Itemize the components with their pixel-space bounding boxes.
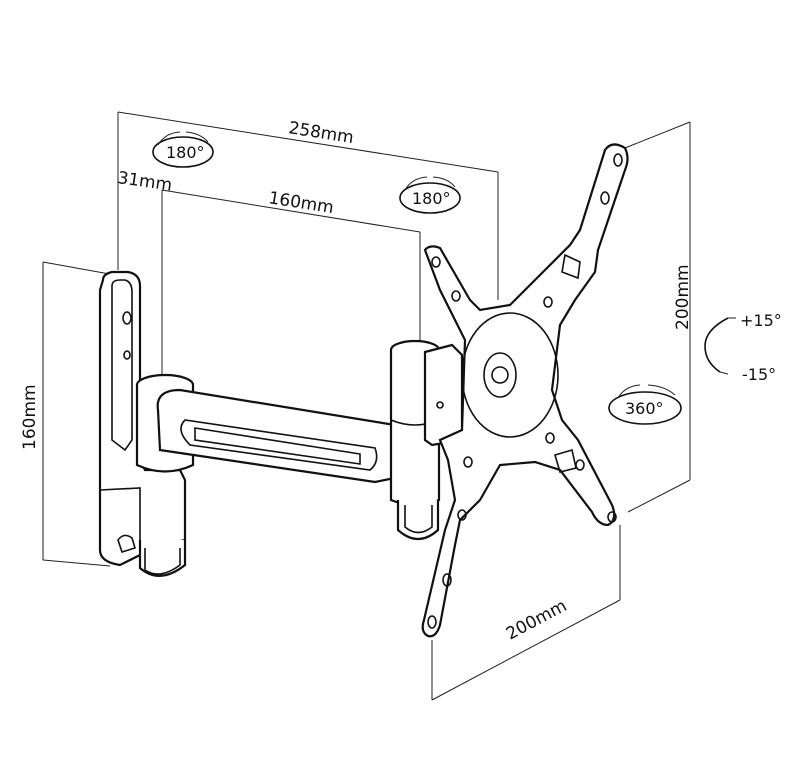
tilt-up-label: +15° — [740, 311, 782, 330]
wall-plate — [98, 270, 187, 577]
dimension-lines — [42, 111, 691, 701]
wall-offset-label: 31mm — [116, 168, 173, 195]
tilt-down-label: -15° — [742, 365, 776, 384]
swing-arm — [135, 339, 464, 541]
vesa-plate — [421, 143, 629, 638]
rotation-indicators — [152, 131, 736, 425]
arm-pivot-rotation-label: 180° — [412, 189, 451, 208]
vesa-horizontal-label: 200mm — [503, 596, 570, 644]
arm-length-label: 160mm — [267, 188, 335, 218]
wall-pivot-rotation-label: 180° — [166, 143, 205, 162]
plate-rotation-label: 360° — [625, 399, 664, 418]
vesa-vertical-label: 200mm — [673, 264, 693, 330]
wall-plate-height-label: 160mm — [20, 384, 40, 450]
